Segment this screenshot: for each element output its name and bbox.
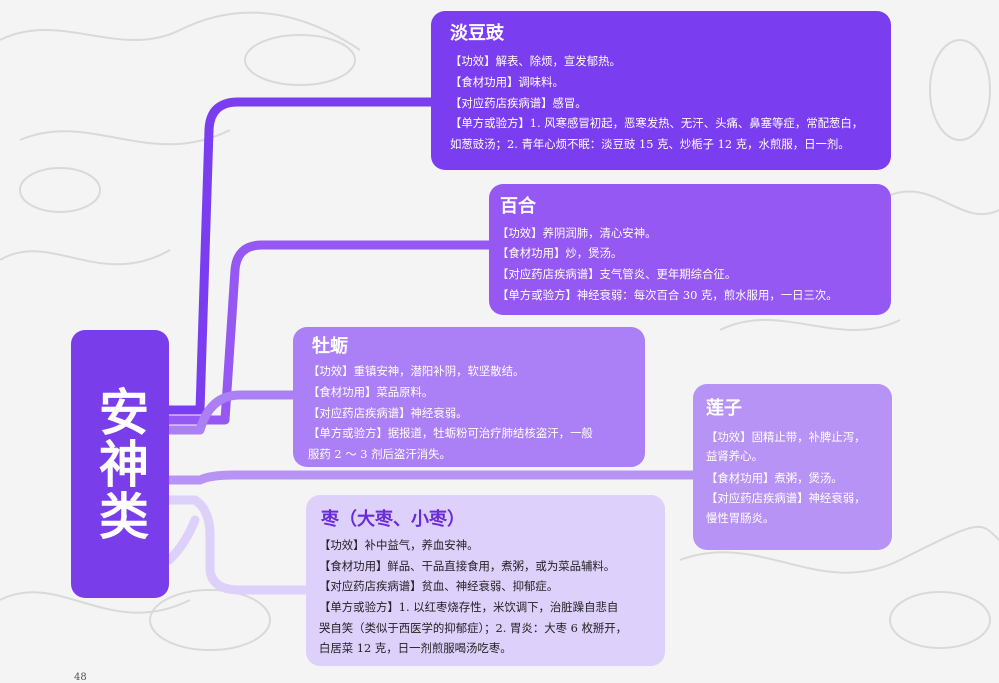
connector-lianzi [164,470,699,485]
card-lianzi: 莲子 【功效】固精止带，补脾止泻， 益肾养心。 【食材功用】煮粥，煲汤。 【对应… [693,384,892,550]
card-line: 【对应药店疾病谱】支气管炎、更年期综合征。 [497,267,737,281]
connector-zao [164,495,312,595]
card-line: 服药 2 ～ 3 剂后盗汗消失。 [308,447,451,461]
card-title: 淡豆豉 [450,23,504,44]
card-title: 枣（大枣、小枣） [321,509,465,530]
card-line: 【功效】补中益气，养血安神。 [319,538,479,552]
card-muli: 牡蛎 【功效】重镇安神，潜阳补阴，软坚散结。 【食材功用】菜品原料。 【对应药店… [293,327,645,467]
card-zao: 枣（大枣、小枣） 【功效】补中益气，养血安神。 【食材功用】鲜品、干品直接食用，… [306,495,665,666]
card-line: 哭自笑（类似于西医学的抑郁症）；2. 胃炎：大枣 6 枚掰开， [319,621,628,635]
page-number: 48 [74,672,87,683]
card-line: 【食材功用】鲜品、干品直接食用，煮粥，或为菜品辅料。 [319,559,616,573]
connector-zao-lower [164,515,200,565]
card-line: 慢性胃肠炎。 [706,511,775,525]
card-line: 【单方或验方】据报道，牡蛎粉可治疗肺结核盗汗，一般 [308,426,593,440]
card-line: 如葱豉汤；2. 青年心烦不眠：淡豆豉 15 克、炒栀子 12 克，水煎服，日一剂… [450,137,850,151]
card-line: 【食材功用】煮粥，煲汤。 [706,471,843,485]
connector-dandouchi [164,97,437,415]
card-line: 【对应药店疾病谱】感冒。 [450,96,587,110]
card-line: 益肾养心。 [706,449,763,463]
card-dandouchi: 淡豆豉 【功效】解表、除烦，宣发郁热。 【食材功用】调味料。 【对应药店疾病谱】… [431,11,891,170]
card-line: 【对应药店疾病谱】神经衰弱， [706,491,866,505]
connector-baihe [164,240,495,425]
card-baihe: 百合 【功效】养阴润肺，清心安神。 【食材功用】炒，煲汤。 【对应药店疾病谱】支… [489,184,891,315]
root-node: 安神类 [71,330,169,598]
card-line: 【食材功用】炒，煲汤。 [497,246,623,260]
card-line: 【食材功用】菜品原料。 [308,385,434,399]
card-line: 【单方或验方】1. 以红枣烧存性，米饮调下，治脏躁自悲自 [319,600,619,614]
card-line: 【对应药店疾病谱】神经衰弱。 [308,406,468,420]
card-title: 牡蛎 [312,336,348,357]
card-line: 【单方或验方】1. 风寒感冒初起，恶寒发热、无汗、头痛、鼻塞等症，常配葱白， [450,116,864,130]
card-line: 【单方或验方】神经衰弱：每次百合 30 克，煎水服用，一日三次。 [497,288,838,302]
card-line: 【食材功用】调味料。 [450,75,564,89]
card-line: 【对应药店疾病谱】贫血、神经衰弱、抑郁症。 [319,579,559,593]
card-line: 【功效】解表、除烦，宣发郁热。 [450,54,621,68]
connector-muli [164,390,299,435]
root-title: 安神类 [91,386,150,542]
card-title: 百合 [500,196,536,217]
card-line: 白居菜 12 克，日一剂煎服喝汤吃枣。 [319,641,512,655]
card-line: 【功效】固精止带，补脾止泻， [706,430,866,444]
card-line: 【功效】养阴润肺，清心安神。 [497,226,657,240]
card-line: 【功效】重镇安神，潜阳补阴，软坚散结。 [308,364,525,378]
card-title: 莲子 [706,398,742,419]
